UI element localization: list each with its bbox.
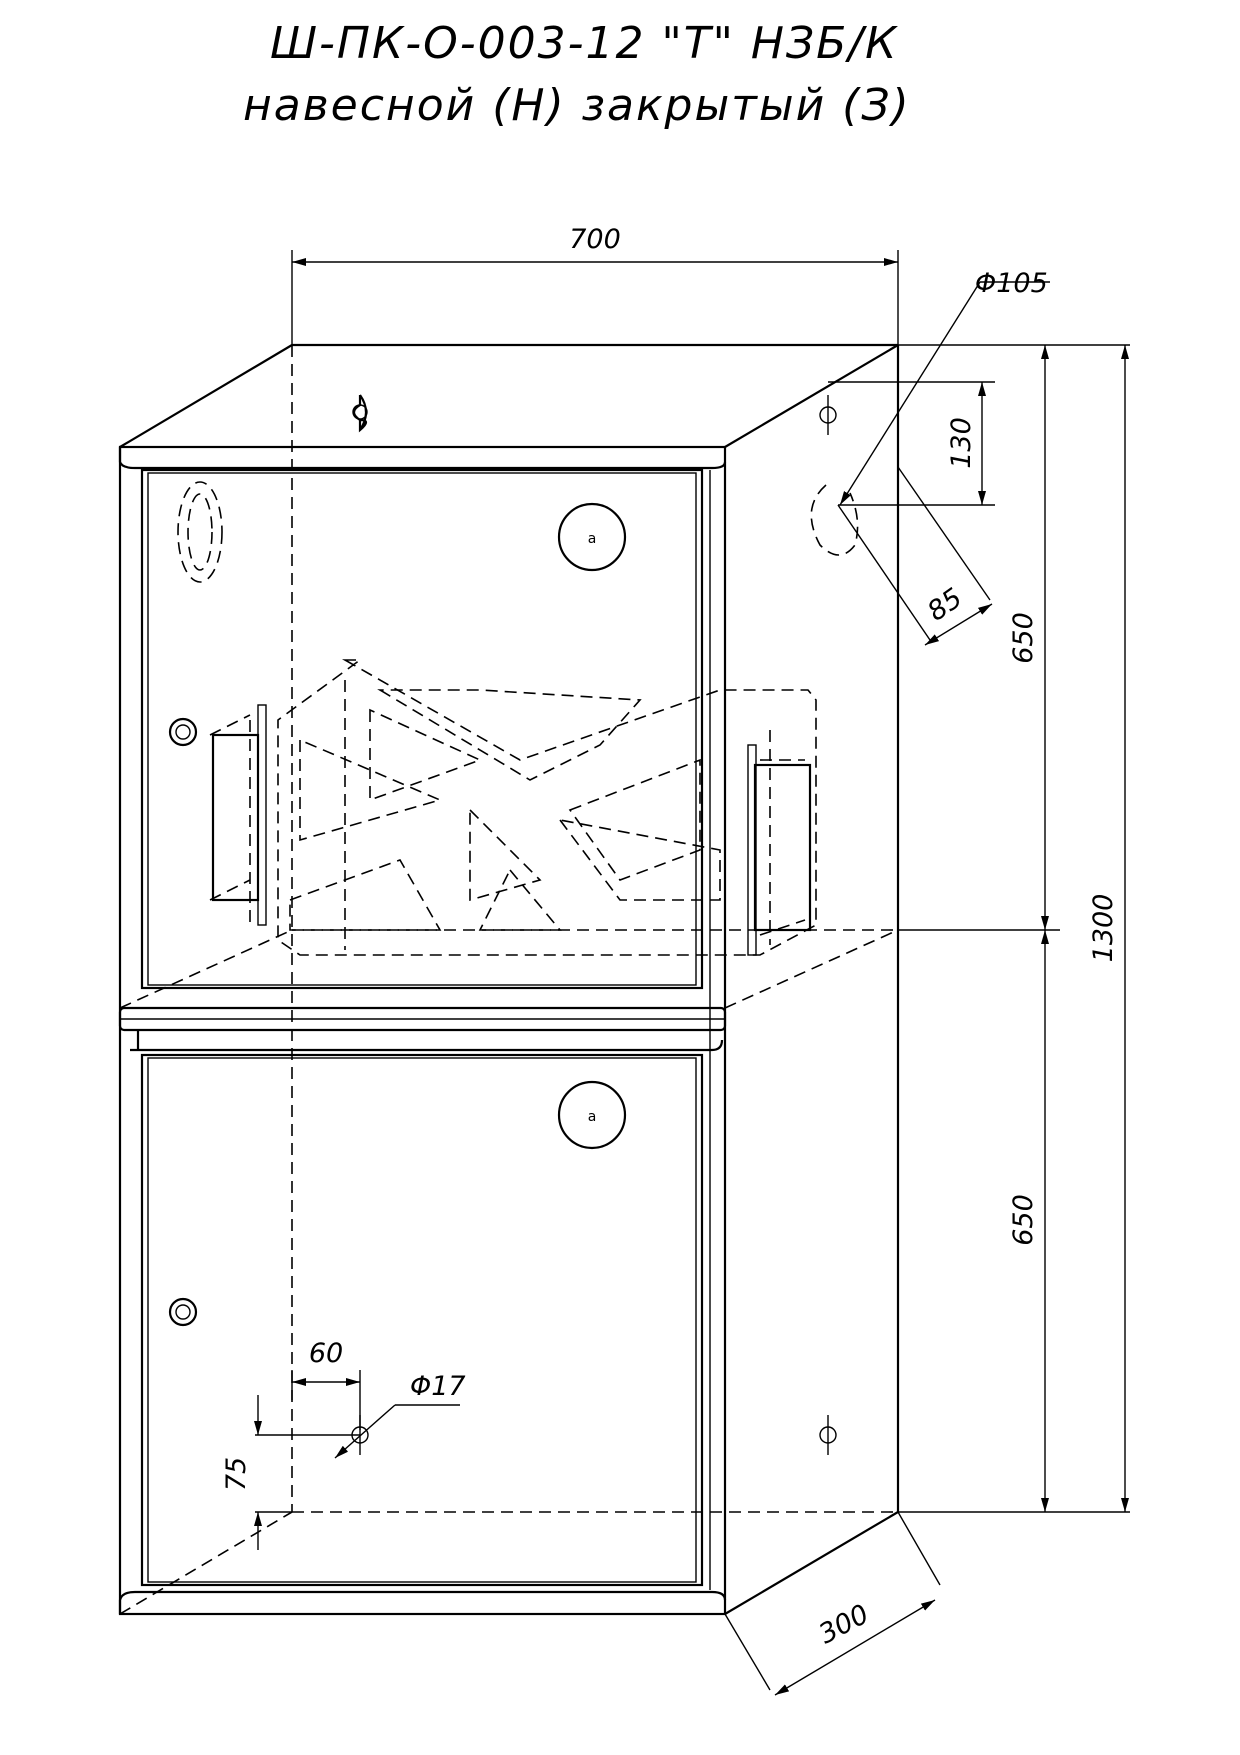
hinge-lower-icon — [168, 1297, 198, 1327]
dim-mount-offset-y: 75 — [221, 1457, 252, 1491]
dim-lower-height: 650 — [1008, 1194, 1039, 1246]
dim-hole-offset-h: 85 — [922, 582, 968, 627]
bracket-left-strap — [211, 733, 260, 902]
lock-lower-mark: a — [588, 1109, 597, 1125]
drawing-subtitle: навесной (Н) закрытый (З) — [243, 80, 911, 131]
hidden-lines — [119, 345, 899, 1615]
dim-upper-height: 650 — [1008, 612, 1039, 664]
mount-slot-top-right — [819, 395, 837, 435]
drawing-title: Ш-ПК-О-003-12 "Т" НЗБ/К — [270, 18, 899, 69]
dim-width: 700 — [569, 224, 621, 255]
hinge-upper-icon — [168, 717, 198, 747]
knockout-oval — [177, 481, 223, 583]
dim-total-height: 1300 — [1088, 894, 1119, 963]
cabinet-body — [118, 343, 900, 1616]
mount-slot-bottom-right — [819, 1415, 837, 1455]
dim-hole-large: Φ105 — [975, 268, 1048, 299]
lock-lower-icon — [557, 1080, 627, 1150]
mount-slot-top-left — [352, 394, 368, 433]
lock-upper-mark: a — [588, 531, 597, 547]
bracket-right-strap — [753, 763, 812, 932]
dim-mount-offset-x: 60 — [309, 1338, 343, 1369]
hose-bracket-hidden — [209, 659, 817, 956]
dim-hole-offset-v: 130 — [946, 417, 977, 469]
dim-mount-hole: Φ17 — [410, 1371, 466, 1402]
hardware: a a — [168, 394, 837, 1455]
lock-upper-icon — [557, 502, 627, 572]
dim-depth: 300 — [814, 1599, 874, 1651]
dimensions: 700 Φ105 130 85 650 650 1300 300 — [221, 224, 1130, 1696]
